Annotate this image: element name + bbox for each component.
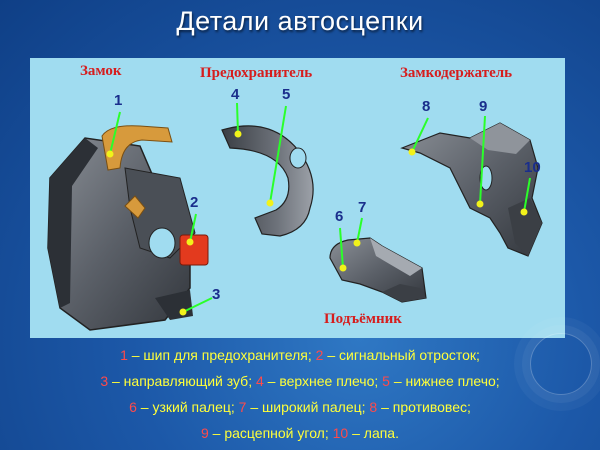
callout-markers: [106, 130, 528, 316]
number-label-7: 7: [358, 199, 367, 216]
caption-number: 1: [120, 347, 128, 363]
lifter-part-illustration: [329, 237, 427, 303]
caption-text: – сигнальный отросток;: [323, 347, 480, 363]
number-label-10: 10: [524, 159, 541, 176]
caption-text: – узкий палец;: [136, 399, 239, 415]
number-label-8: 8: [422, 98, 431, 115]
caption-text: – противовес;: [377, 399, 471, 415]
diagram-panel: Замок Предохранитель Замкодержатель Подъ…: [30, 58, 565, 338]
lock-holder-part-illustration: [400, 122, 543, 257]
caption-line-3: 6 – узкий палец; 7 – широкий палец; 8 – …: [0, 399, 600, 415]
slide-title: Детали автосцепки: [176, 6, 424, 36]
caption-number: 7: [238, 399, 247, 415]
section-label-guard: Предохранитель: [200, 65, 313, 81]
caption-number: 10: [332, 425, 349, 441]
section-label-lock: Замок: [80, 63, 122, 79]
caption-line-1: 1 – шип для предохранителя; 2 – сигнальн…: [0, 347, 600, 363]
number-label-1: 1: [114, 92, 123, 109]
guard-part-illustration: [221, 125, 314, 237]
callout-lines: [109, 102, 531, 313]
caption-number: 9: [201, 425, 209, 441]
caption-line-4: 9 – расцепной угол; 10 – лапа.: [0, 425, 600, 441]
number-label-2: 2: [190, 194, 199, 211]
number-label-6: 6: [335, 208, 344, 225]
caption-text: – верхнее плечо;: [263, 373, 383, 389]
caption-text: – широкий палец;: [246, 399, 370, 415]
lock-part-illustration: [47, 125, 209, 331]
section-label-lock-holder: Замкодержатель: [400, 65, 513, 81]
number-label-5: 5: [282, 86, 291, 103]
number-label-3: 3: [212, 286, 221, 303]
caption-text: – лапа.: [348, 425, 399, 441]
number-label-9: 9: [479, 98, 488, 115]
caption-text: – шип для предохранителя;: [127, 347, 316, 363]
caption-number: 4: [255, 373, 264, 389]
section-label-lifter: Подъёмник: [324, 311, 402, 327]
diagram-drawing: [47, 102, 543, 331]
caption-number: 8: [369, 399, 378, 415]
caption-text: – расцепной угол;: [208, 425, 333, 441]
water-ripple-decoration: [530, 333, 592, 395]
caption-number: 2: [315, 347, 324, 363]
number-label-4: 4: [231, 86, 240, 103]
caption-number: 3: [100, 373, 109, 389]
caption-text: – нижнее плечо;: [389, 373, 500, 389]
caption-text: – направляющий зуб;: [108, 373, 256, 389]
caption-line-2: 3 – направляющий зуб; 4 – верхнее плечо;…: [0, 373, 600, 389]
caption-number: 6: [129, 399, 137, 415]
caption-number: 5: [382, 373, 390, 389]
